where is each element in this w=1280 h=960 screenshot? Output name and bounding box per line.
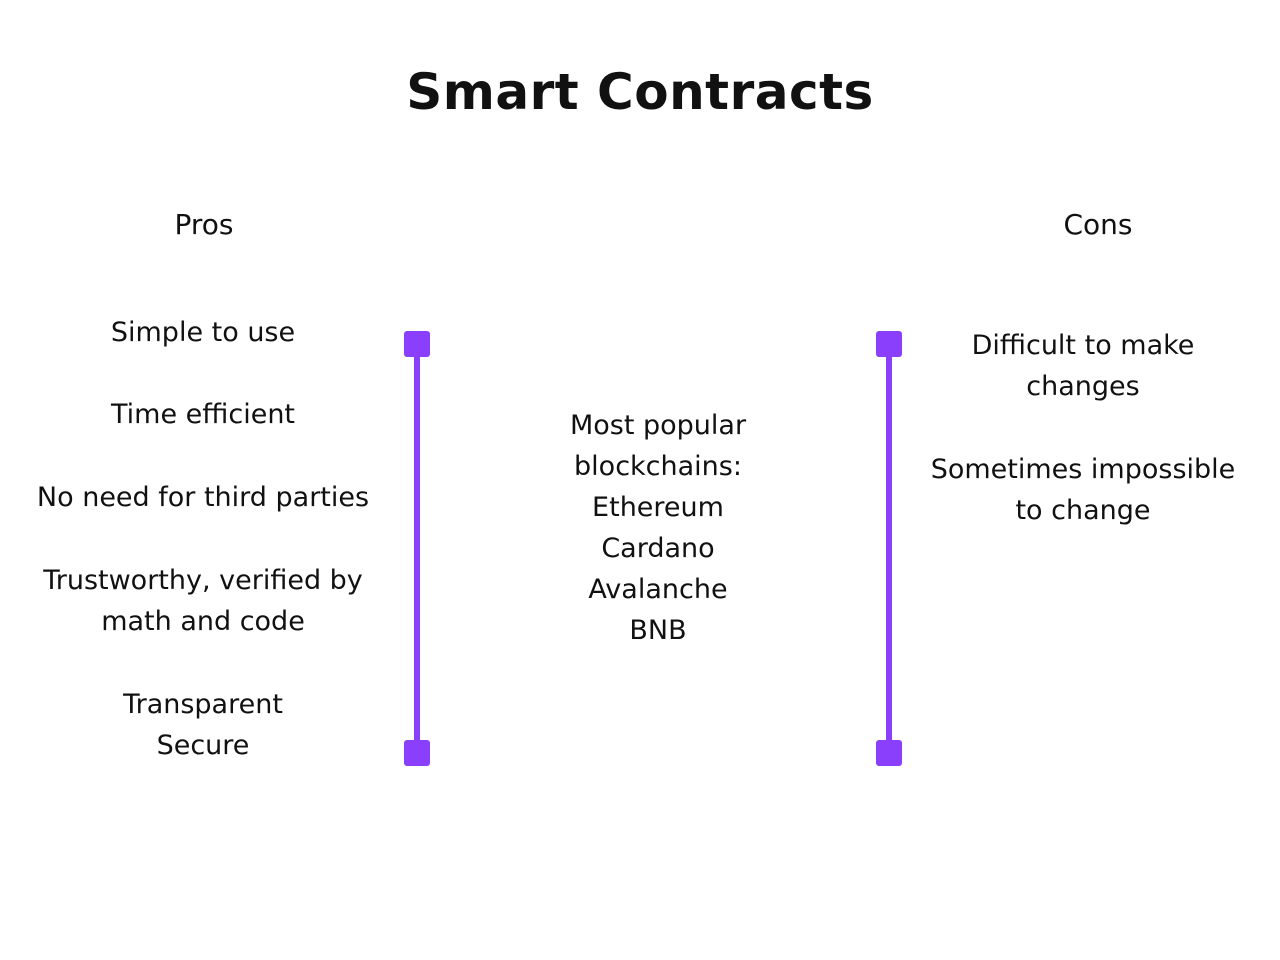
pros-item-simple: Simple to use bbox=[110, 317, 296, 348]
page-title: Smart Contracts bbox=[406, 63, 874, 121]
cons-item-impossible: Sometimes impossible to change bbox=[930, 454, 1236, 526]
cons-divider-top-cap bbox=[876, 331, 902, 357]
cons-divider-bottom-cap bbox=[876, 740, 902, 766]
cons-heading: Cons bbox=[1063, 208, 1133, 241]
pros-item-trustworthy: Trustworthy, verified by math and code bbox=[43, 565, 363, 637]
popular-blockchains-text: Most popular blockchains: Ethereum Carda… bbox=[569, 410, 747, 646]
pros-divider-line bbox=[414, 345, 420, 755]
pros-item-transparent: Transparent Secure bbox=[123, 689, 283, 761]
pros-item-time: Time efficient bbox=[110, 399, 296, 430]
pros-divider-top-cap bbox=[404, 331, 430, 357]
pros-item-third-parties: No need for third parties bbox=[36, 482, 370, 513]
pros-heading: Pros bbox=[174, 208, 234, 241]
cons-item-difficult: Difficult to make changes bbox=[971, 330, 1195, 402]
cons-divider-line bbox=[886, 345, 892, 755]
pros-divider-bottom-cap bbox=[404, 740, 430, 766]
